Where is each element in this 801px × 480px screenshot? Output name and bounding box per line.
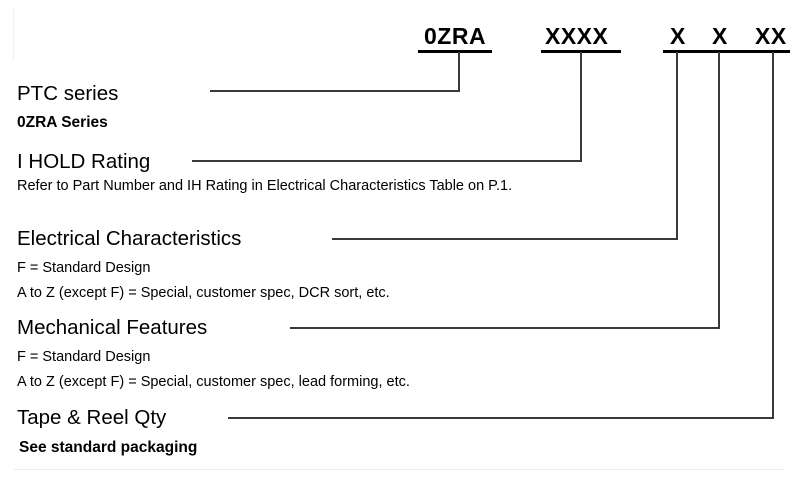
leader-horizontal-tape-reel-qty	[228, 417, 774, 419]
section-option-standard-mechanical: F = Standard Design	[17, 349, 151, 365]
part-segment-series: 0ZRA	[424, 23, 487, 49]
section-note-ihold-rating: Refer to Part Number and IH Rating in El…	[17, 178, 513, 194]
leader-vertical-mechanical-features	[718, 52, 720, 329]
leader-horizontal-electrical-characteristics	[332, 238, 678, 240]
part-segment-ihold-underline	[541, 50, 621, 53]
part-segment-electrical: X	[670, 23, 686, 49]
section-heading-tape-reel-qty: Tape & Reel Qty	[17, 406, 167, 429]
part-segment-suffix-underline	[663, 50, 790, 53]
part-segment-tapereel: XX	[755, 23, 787, 49]
leader-vertical-electrical-characteristics	[676, 52, 678, 240]
leader-vertical-ihold-rating	[580, 52, 582, 162]
part-segment-mechanical: X	[712, 23, 728, 49]
page-edge-bottom-artifact	[14, 469, 784, 470]
section-heading-mechanical-features: Mechanical Features	[17, 316, 208, 339]
page-edge-left-artifact	[13, 8, 14, 60]
part-segment-ihold: XXXX	[545, 23, 609, 49]
section-option-special-electrical: A to Z (except F) = Special, customer sp…	[17, 285, 390, 301]
section-subheading-tape-reel-qty: See standard packaging	[19, 439, 198, 456]
section-option-special-mechanical: A to Z (except F) = Special, customer sp…	[17, 374, 410, 390]
leader-horizontal-mechanical-features	[290, 327, 720, 329]
leader-vertical-ptc-series	[458, 52, 460, 92]
section-heading-electrical-characteristics: Electrical Characteristics	[17, 227, 242, 250]
section-option-standard-electrical: F = Standard Design	[17, 260, 151, 276]
leader-horizontal-ihold-rating	[192, 160, 582, 162]
leader-horizontal-ptc-series	[210, 90, 460, 92]
section-heading-ihold-rating: I HOLD Rating	[17, 150, 151, 173]
part-segment-series-underline	[418, 50, 492, 53]
section-subheading-ptc-series: 0ZRA Series	[17, 114, 108, 131]
section-heading-ptc-series: PTC series	[17, 82, 119, 105]
leader-vertical-tape-reel-qty	[772, 52, 774, 419]
